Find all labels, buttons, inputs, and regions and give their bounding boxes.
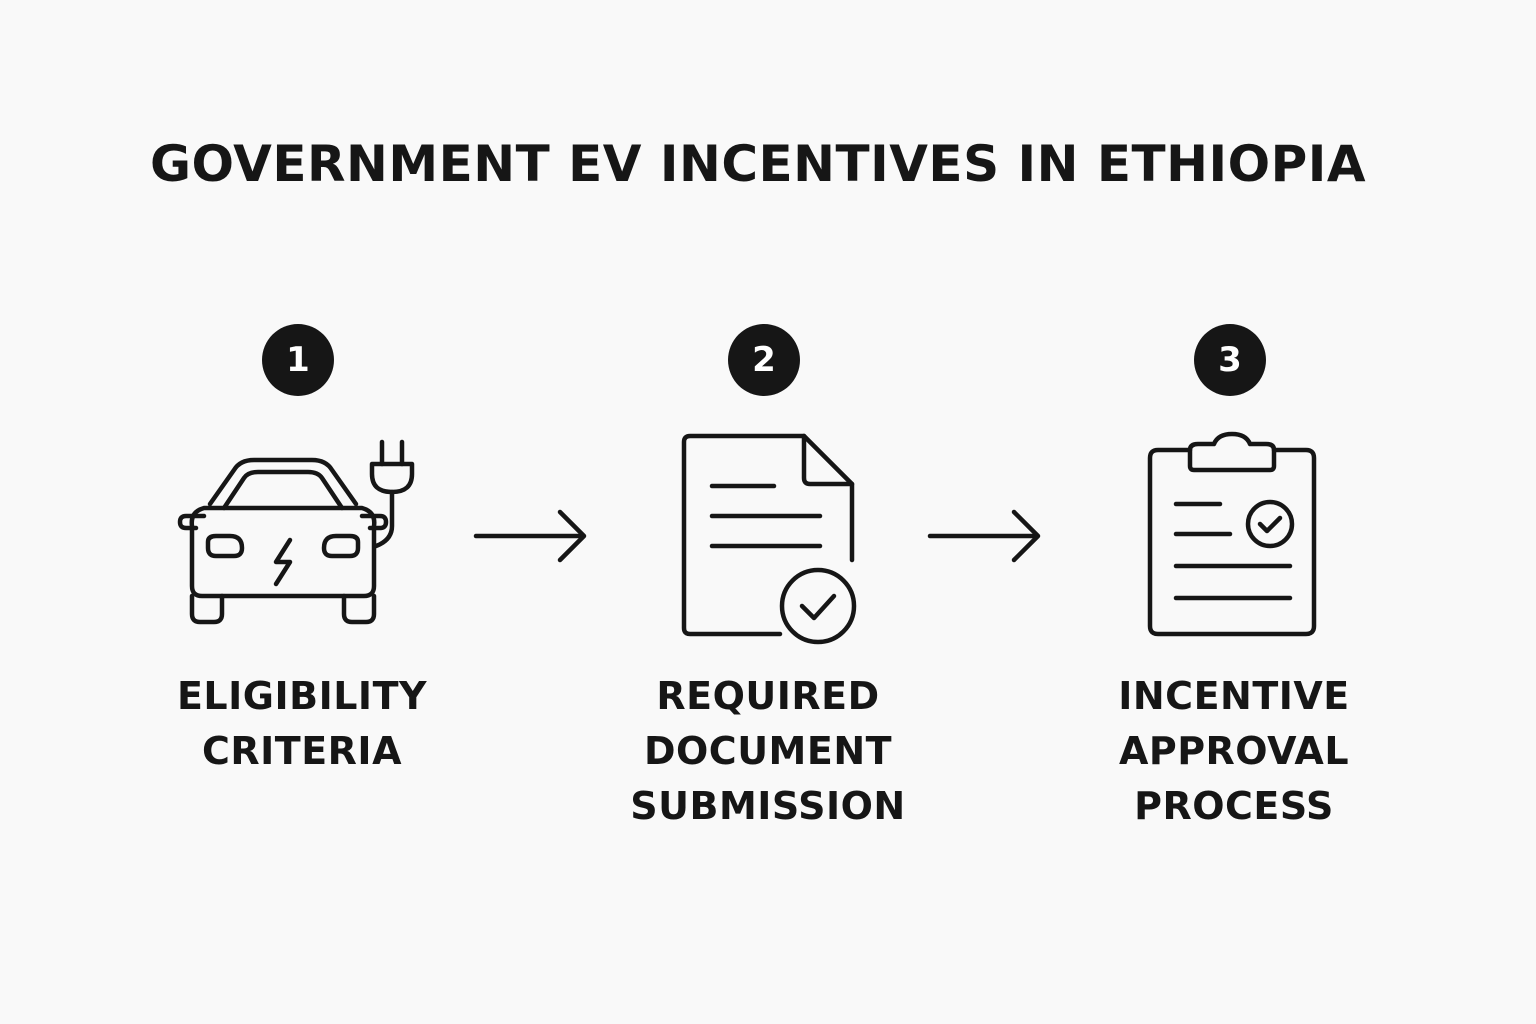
diagram-title: GOVERNMENT EV INCENTIVES IN ETHIOPIA — [149, 135, 1367, 193]
step-2-number-badge: 2 — [728, 324, 800, 396]
step-2-label-line: DOCUMENT — [643, 729, 893, 773]
step-3-label-line: INCENTIVE — [1118, 674, 1350, 718]
document-check-icon — [676, 430, 866, 645]
step-2-label-line: SUBMISSION — [630, 784, 906, 828]
step-3-number-badge: 3 — [1194, 324, 1266, 396]
arrow-right-icon — [472, 506, 590, 570]
step-1-label-line: CRITERIA — [202, 729, 402, 773]
electric-car-icon — [172, 430, 432, 630]
step-1-label-line: ELIGIBILITY — [176, 674, 428, 718]
step-1-number-badge: 1 — [262, 324, 334, 396]
step-1-label: ELIGIBILITY CRITERIA — [122, 669, 482, 779]
step-3-label-line: PROCESS — [1134, 784, 1334, 828]
arrow-right-icon — [926, 506, 1044, 570]
step-3-label-line: APPROVAL — [1118, 729, 1350, 773]
clipboard-check-icon — [1144, 430, 1320, 642]
step-3-label: INCENTIVE APPROVAL PROCESS — [1054, 669, 1414, 834]
step-2-label-line: REQUIRED — [656, 674, 880, 718]
step-2-label: REQUIRED DOCUMENT SUBMISSION — [588, 669, 948, 834]
